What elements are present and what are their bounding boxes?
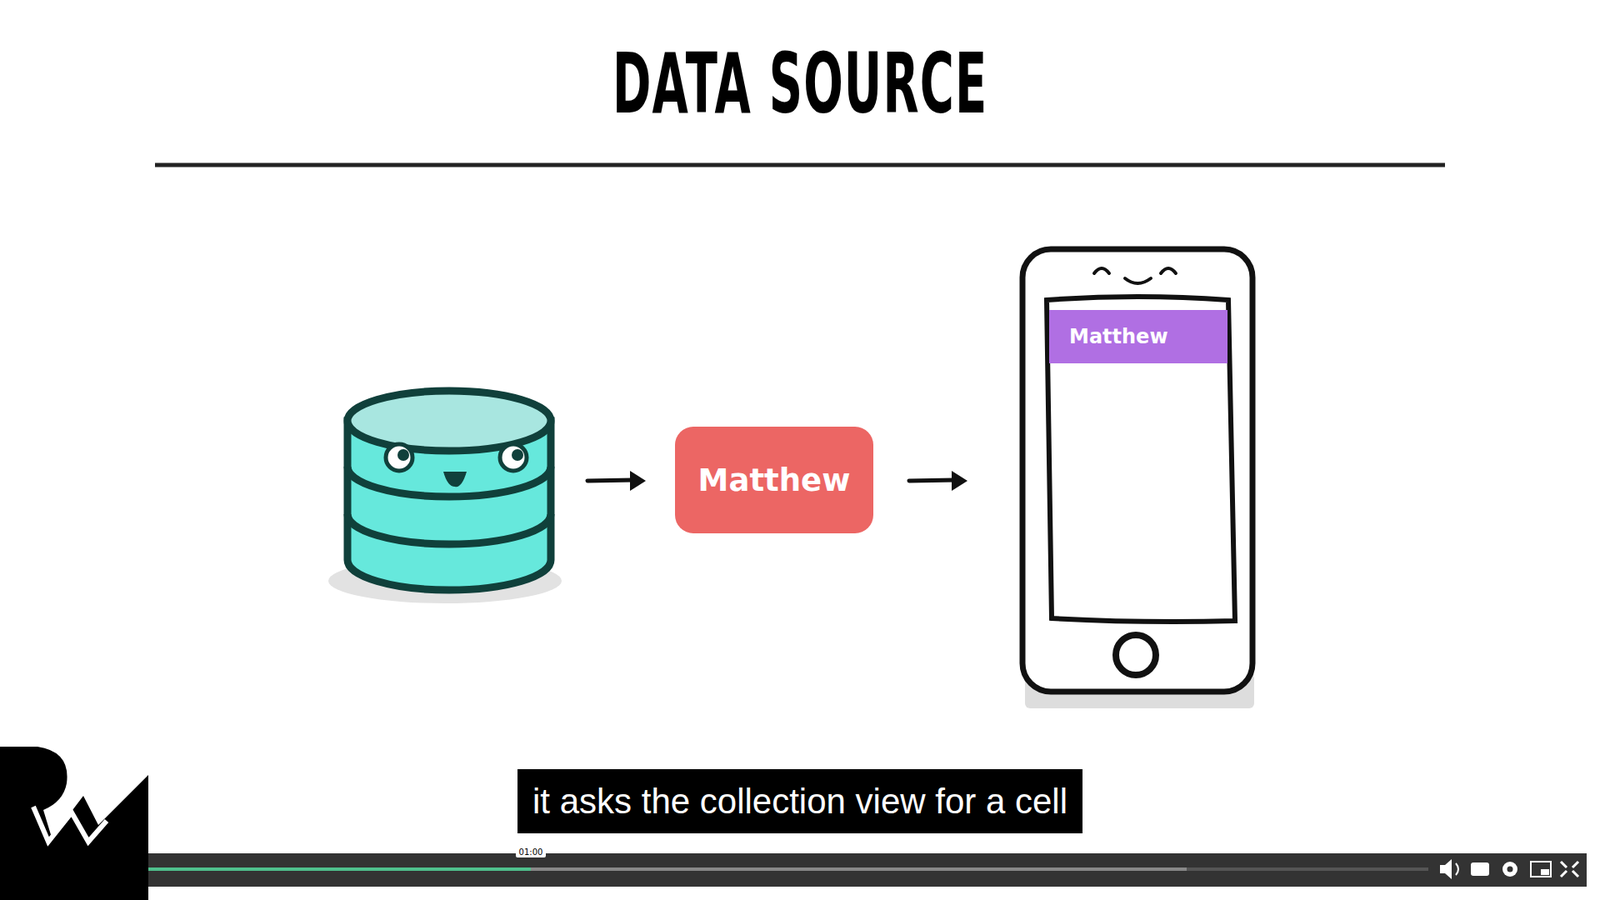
time-tooltip: 01:00 [515, 846, 547, 858]
node-label: Matthew [1069, 325, 1169, 349]
subtitle-wrap: it asks the collection view for a cell [0, 769, 1600, 834]
title-wrap: DATA SOURCE [0, 35, 1600, 133]
data-item-box: Matthew [675, 426, 875, 534]
logo [0, 746, 149, 900]
database-icon [328, 390, 562, 604]
flow-arrow [909, 470, 968, 491]
title-rule [155, 163, 1445, 168]
timestamp: 01:00 [519, 847, 544, 857]
list-cell: Matthew [1049, 310, 1228, 364]
slide-title: DATA SOURCE [612, 35, 988, 133]
video-player-bar [0, 853, 1587, 887]
node-label: Matthew [698, 462, 851, 499]
flow-arrow [587, 470, 646, 491]
subtitle: it asks the collection view for a cell [517, 769, 1083, 834]
phone-illustration [1022, 249, 1255, 709]
